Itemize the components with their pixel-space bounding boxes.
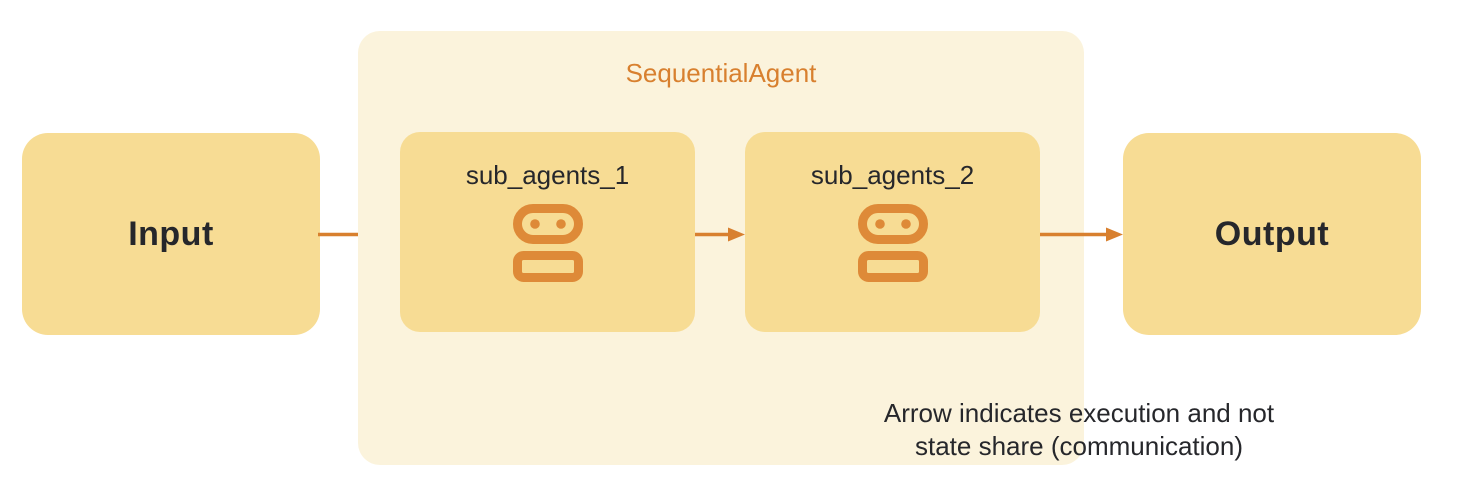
arrow-sub-agent-2-to-output-icon (1040, 227, 1123, 242)
robot-icon (512, 204, 583, 282)
output-label: Output (1214, 214, 1330, 253)
robot-icon (857, 204, 928, 282)
sub-agent-1-node: sub_agents_1 (400, 132, 695, 332)
diagram-caption: Arrow indicates execution and not state … (716, 397, 1442, 463)
sub-agent-2-label: sub_agents_2 (810, 160, 975, 190)
arrow-sub-agent-1-to-sub-agent-2-icon (695, 227, 745, 242)
caption-line-1: Arrow indicates execution and not (883, 398, 1275, 428)
sequential-agent-title: SequentialAgent (625, 58, 817, 88)
caption-line-2: state share (communication) (914, 431, 1244, 461)
input-node: Input (22, 133, 320, 335)
sub-agent-1-label: sub_agents_1 (465, 160, 630, 190)
input-label: Input (128, 214, 214, 253)
output-node: Output (1123, 133, 1421, 335)
sub-agent-2-node: sub_agents_2 (745, 132, 1040, 332)
